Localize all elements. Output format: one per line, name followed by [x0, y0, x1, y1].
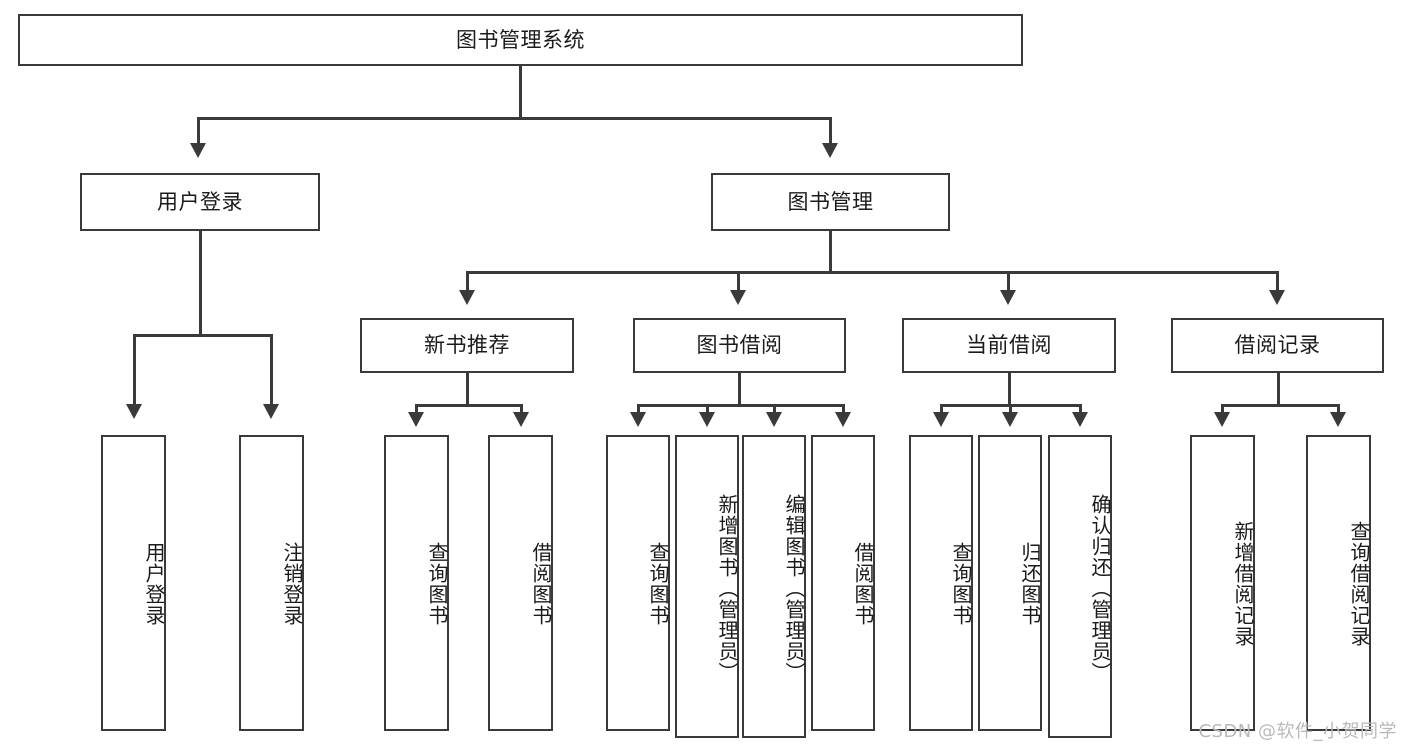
arrowhead-book-borrow-to-leaf-3 — [766, 412, 782, 427]
leaf-new-book-borrow-book[interactable]: 借阅图书 — [488, 435, 553, 731]
arrowhead-current-borrow-to-leaf-3 — [1072, 412, 1088, 427]
connector-book-manage-to-book-borrow — [737, 271, 740, 294]
arrowhead-current-borrow-to-leaf-1 — [933, 412, 949, 427]
connector-book-manage-to-new-book — [466, 271, 469, 294]
node-label: 借阅记录 — [1234, 333, 1321, 358]
arrowhead-book-borrow-to-leaf-4 — [835, 412, 851, 427]
leaf-book-borrow-query-book[interactable]: 查询图书 — [606, 435, 670, 731]
node-root-book-management-system[interactable]: 图书管理系统 — [18, 14, 1023, 66]
connector-book-borrow-to-leaf-1 — [637, 404, 640, 417]
node-label: 图书管理 — [787, 189, 874, 214]
node-label: 查询图书 — [646, 542, 670, 626]
connector-book-borrow-bar — [637, 404, 845, 407]
node-label: 查询图书 — [425, 542, 449, 626]
node-book-borrow[interactable]: 图书借阅 — [633, 318, 846, 373]
connector-user-login-bar — [133, 334, 273, 337]
node-label: 注销登录 — [280, 542, 304, 626]
node-label: 当前借阅 — [966, 333, 1052, 358]
connector-user-login-stem — [199, 231, 202, 336]
leaf-book-borrow-add-book[interactable]: 新增图书（管理员） — [675, 435, 739, 738]
connector-new-book-bar — [415, 404, 523, 407]
arrowhead-new-book-to-leaf-1 — [408, 412, 424, 427]
leaf-borrow-record-query-record[interactable]: 查询借阅记录 — [1306, 435, 1371, 731]
leaf-current-borrow-confirm-return[interactable]: 确认归还（管理员） — [1048, 435, 1112, 738]
node-label: 归还图书 — [1018, 542, 1042, 626]
connector-book-borrow-stem — [738, 373, 741, 406]
arrowhead-borrow-record-to-leaf-1 — [1214, 412, 1230, 427]
arrowhead-book-borrow-to-leaf-2 — [699, 412, 715, 427]
arrowhead-book-borrow-to-leaf-1 — [630, 412, 646, 427]
node-label: 用户登录 — [142, 542, 166, 626]
node-label: 图书管理系统 — [456, 27, 585, 52]
connector-book-borrow-to-leaf-2 — [706, 404, 709, 417]
connector-new-book-to-leaf-2 — [520, 404, 523, 417]
arrowhead-user-login-to-leaf-1 — [126, 404, 142, 419]
node-user-login[interactable]: 用户登录 — [80, 173, 320, 231]
connector-book-manage-to-borrow-record — [1276, 271, 1279, 294]
connector-book-manage-bar — [466, 271, 1278, 274]
connector-user-login-to-leaf-2 — [270, 334, 273, 408]
leaf-user-login[interactable]: 用户登录 — [101, 435, 166, 731]
arrowhead-borrow-record-to-leaf-2 — [1330, 412, 1346, 427]
connector-root-to-user-login — [197, 117, 200, 147]
leaf-new-book-query-book[interactable]: 查询图书 — [384, 435, 449, 731]
connector-current-borrow-to-leaf-3 — [1079, 404, 1082, 417]
connector-borrow-record-to-leaf-1 — [1221, 404, 1224, 417]
connector-book-manage-to-current-borrow — [1007, 271, 1010, 294]
node-label: 编辑图书（管理员） — [782, 493, 806, 683]
connector-user-login-to-leaf-1 — [133, 334, 136, 408]
connector-borrow-record-to-leaf-2 — [1337, 404, 1340, 417]
node-label: 借阅图书 — [529, 542, 553, 626]
connector-new-book-stem — [466, 373, 469, 406]
leaf-current-borrow-query-book[interactable]: 查询图书 — [909, 435, 973, 731]
node-label: 查询图书 — [949, 542, 973, 626]
connector-book-borrow-to-leaf-4 — [842, 404, 845, 417]
connector-book-manage-stem — [829, 231, 832, 273]
connector-borrow-record-stem — [1277, 373, 1280, 406]
arrowhead-book-manage-to-new-book — [459, 290, 475, 305]
node-label: 借阅图书 — [851, 542, 875, 626]
node-label: 查询借阅记录 — [1347, 521, 1371, 647]
node-label: 新增图书（管理员） — [715, 493, 739, 683]
connector-book-borrow-to-leaf-3 — [773, 404, 776, 417]
connector-new-book-to-leaf-1 — [415, 404, 418, 417]
connector-root-stem — [519, 66, 522, 119]
node-label: 图书借阅 — [696, 333, 783, 358]
connector-current-borrow-to-leaf-1 — [940, 404, 943, 417]
node-borrow-record[interactable]: 借阅记录 — [1171, 318, 1384, 373]
arrowhead-book-manage-to-book-borrow — [730, 290, 746, 305]
arrowhead-current-borrow-to-leaf-2 — [1002, 412, 1018, 427]
node-label: 用户登录 — [157, 189, 243, 214]
watermark-text: CSDN @软件_小贺同学 — [1198, 721, 1397, 742]
node-new-book-recommend[interactable]: 新书推荐 — [360, 318, 574, 373]
connector-current-borrow-stem — [1008, 373, 1011, 406]
leaf-book-borrow-borrow-book[interactable]: 借阅图书 — [811, 435, 875, 731]
connector-root-to-book-manage — [829, 117, 832, 147]
leaf-current-borrow-return-book[interactable]: 归还图书 — [978, 435, 1042, 731]
arrowhead-root-to-user-login — [190, 143, 206, 158]
node-label: 新增借阅记录 — [1231, 521, 1255, 647]
arrowhead-root-to-book-manage — [822, 143, 838, 158]
arrowhead-book-manage-to-current-borrow — [1000, 290, 1016, 305]
leaf-borrow-record-add-record[interactable]: 新增借阅记录 — [1190, 435, 1255, 731]
node-label: 新书推荐 — [424, 333, 510, 358]
connector-current-borrow-to-leaf-2 — [1009, 404, 1012, 417]
arrowhead-user-login-to-leaf-2 — [263, 404, 279, 419]
node-current-borrow[interactable]: 当前借阅 — [902, 318, 1116, 373]
connector-borrow-record-bar — [1221, 404, 1339, 407]
node-label: 确认归还（管理员） — [1088, 493, 1112, 683]
leaf-user-logout[interactable]: 注销登录 — [239, 435, 304, 731]
node-book-management[interactable]: 图书管理 — [711, 173, 950, 231]
connector-root-bar — [197, 117, 831, 120]
arrowhead-book-manage-to-borrow-record — [1269, 290, 1285, 305]
leaf-book-borrow-edit-book[interactable]: 编辑图书（管理员） — [742, 435, 806, 738]
arrowhead-new-book-to-leaf-2 — [513, 412, 529, 427]
